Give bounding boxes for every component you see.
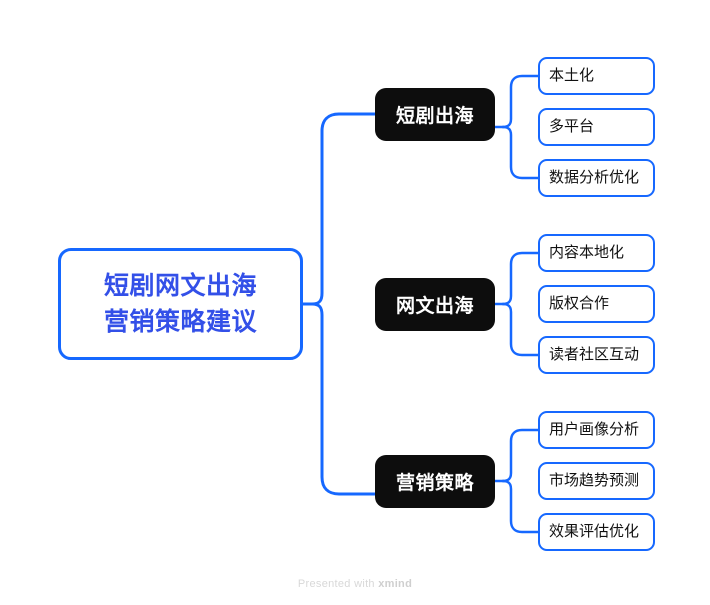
- leaf-node-2-3[interactable]: 读者社区互动: [538, 336, 655, 374]
- leaf-node-2-1[interactable]: 内容本地化: [538, 234, 655, 272]
- leaf-node-1-2-label: 多平台: [549, 118, 595, 135]
- leaf-node-3-1[interactable]: 用户画像分析: [538, 411, 655, 449]
- leaf-node-3-2[interactable]: 市场趋势预测: [538, 462, 655, 500]
- root-branch-connector: [301, 112, 377, 496]
- watermark-prefix: Presented with: [297, 578, 379, 590]
- branch-1-leaf-connector: [493, 74, 540, 180]
- leaf-node-1-1-label: 本土化: [549, 67, 595, 84]
- branch-3-leaf-connector: [493, 428, 540, 534]
- leaf-node-2-3-label: 读者社区互动: [549, 346, 640, 363]
- branch-node-3-label: 营销策略: [395, 473, 474, 494]
- leaf-node-1-1[interactable]: 本土化: [538, 57, 655, 95]
- leaf-node-1-3-label: 数据分析优化: [549, 169, 640, 186]
- root-node[interactable]: 短剧网文出海 营销策略建议: [58, 248, 303, 360]
- branch-node-1[interactable]: 短剧出海: [375, 88, 495, 141]
- leaf-node-2-2[interactable]: 版权合作: [538, 285, 655, 323]
- branch-node-2-label: 网文出海: [395, 296, 474, 317]
- root-node-line-2: 营销策略建议: [103, 308, 257, 336]
- branch-2-leaf-connector: [493, 251, 540, 357]
- leaf-node-2-2-label: 版权合作: [549, 295, 610, 312]
- leaf-node-1-3[interactable]: 数据分析优化: [538, 159, 655, 197]
- watermark-brand: xmind: [378, 578, 413, 590]
- xmind-watermark: Presented with xmind: [0, 578, 710, 590]
- leaf-node-3-3[interactable]: 效果评估优化: [538, 513, 655, 551]
- branch-node-3[interactable]: 营销策略: [375, 455, 495, 508]
- branch-node-1-label: 短剧出海: [395, 106, 474, 127]
- leaf-node-3-2-label: 市场趋势预测: [549, 472, 640, 489]
- leaf-node-3-3-label: 效果评估优化: [549, 523, 640, 540]
- leaf-node-1-2[interactable]: 多平台: [538, 108, 655, 146]
- leaf-node-3-1-label: 用户画像分析: [549, 421, 640, 438]
- branch-node-2[interactable]: 网文出海: [375, 278, 495, 331]
- root-node-line-1: 短剧网文出海: [103, 272, 257, 300]
- leaf-node-2-1-label: 内容本地化: [549, 244, 625, 261]
